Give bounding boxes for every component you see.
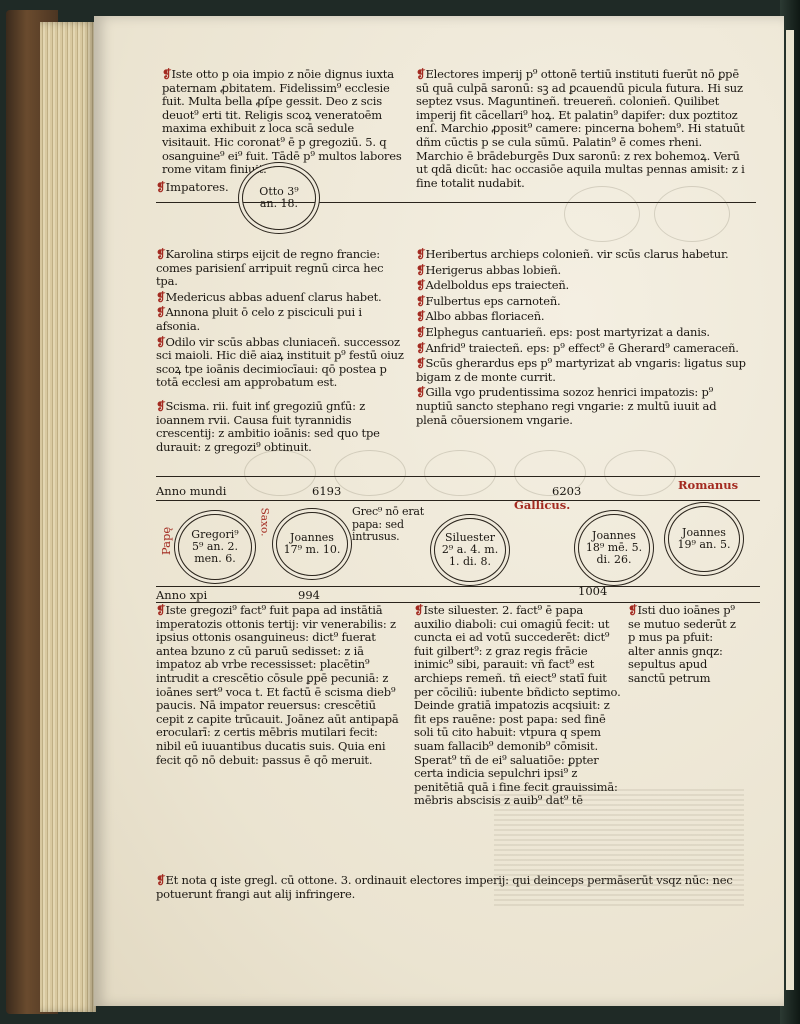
anno-mundi-label: Anno mundi [156, 484, 227, 498]
year-label: 994 [298, 588, 320, 602]
faint-circle [334, 450, 406, 496]
faint-circle [564, 186, 640, 242]
faint-circle [654, 186, 730, 242]
faint-circle [514, 450, 586, 496]
year-label: 6203 [552, 484, 582, 498]
circle-name: Gregori⁹ [191, 528, 239, 541]
grec-note: Grec⁹ nō erat papa: sed intrusus. [352, 505, 424, 543]
silvester-text: ❡Iste siluester. 2. fact⁹ ē papa auxilio… [414, 603, 622, 810]
text-paragraph: ❡Anfrid⁹ traiecteñ. eps: p⁹ effect⁹ ē Gh… [416, 340, 739, 355]
text-paragraph: ❡Isti duo ioānes p⁹ se mutuo sederūt z p… [628, 603, 736, 685]
circle-reign: 19⁹ an. 5. [677, 538, 731, 551]
papae-label: Papę [159, 526, 174, 556]
electores-note: ❡Et nota q iste gregl. cū ottone. 3. ord… [156, 873, 756, 903]
text-paragraph: ❡Medericus abbas aduenſ clarus habet. [156, 289, 382, 304]
timeline-bottom-line [156, 602, 760, 604]
circle-reign: 17⁹ m. 10. [283, 543, 341, 556]
anno-xpi-label: Anno xpi [156, 588, 208, 602]
page: ❡Iste otto p oia impio z nōie dignus iux… [94, 16, 784, 1006]
text-paragraph: ❡Et nota q iste gregl. cū ottone. 3. ord… [156, 873, 733, 901]
text-paragraph: ❡Odilo vir scūs abbas cluniaceñ. success… [156, 334, 404, 390]
circle-name: Joannes [290, 531, 334, 544]
joannes-18-circle: Joannes 18⁹ mē. 5. di. 26. [578, 514, 650, 582]
otto-description: ❡Iste otto p oia impio z nōie dignus iux… [162, 67, 402, 179]
year-label: 6193 [312, 484, 342, 498]
joannes-text: ❡Isti duo ioānes p⁹ se mutuo sederūt z p… [628, 603, 742, 688]
joannes-19-circle: Joannes 19⁹ an. 5. [668, 506, 740, 572]
text-paragraph: ❡Gilla vgo prudentissima sozoz henrici i… [416, 385, 717, 427]
page-edges [40, 22, 96, 1012]
next-page-edge [786, 30, 794, 990]
circle-reign: 5⁹ an. 2. [191, 540, 239, 553]
gregorius-text: ❡Iste gregozi⁹ fact⁹ fuit papa ad instāt… [156, 603, 404, 769]
imperatores-label: ❡Impatores. [156, 180, 229, 194]
events-right: ❡Heribertus archieps colonieñ. vir scūs … [416, 247, 746, 429]
circle-name: Siluester [445, 531, 495, 544]
timeline-line [156, 500, 760, 502]
circle-reign: men. 6. [194, 552, 236, 565]
bleed-through-illustration [494, 786, 744, 906]
text-paragraph: ❡Karolina stirps eijcit de regno francie… [156, 247, 384, 289]
text-paragraph: ❡Herigerus abbas lobieñ. [416, 262, 561, 277]
text-paragraph: ❡Electores imperij p⁹ ottonē tertiū inst… [416, 67, 745, 190]
text-paragraph: ❡Scūs gherardus eps p⁹ martyrizat ab vng… [416, 356, 746, 384]
circle-reign: 18⁹ mē. 5. [585, 541, 643, 554]
circle-name: Joannes [592, 529, 636, 542]
circle-reign: an. 18. [259, 197, 299, 210]
silvester-circle: Siluester 2⁹ a. 4. m. 1. di. 8. [434, 518, 506, 582]
text-paragraph: ❡Albo abbas floriaceñ. [416, 309, 545, 324]
faint-circle [424, 450, 496, 496]
timeline-top-line [156, 476, 760, 478]
text-paragraph: ❡Iste siluester. 2. fact⁹ ē papa auxilio… [414, 603, 621, 808]
timeline-line [156, 586, 760, 588]
text-paragraph: ❡Scisma. rii. fuit inť gregoziū gnťū: z … [156, 398, 380, 454]
gregorius-circle: Gregori⁹ 5⁹ an. 2. men. 6. [178, 514, 252, 580]
joannes-17-circle: Joannes 17⁹ m. 10. [276, 512, 348, 576]
circle-name: Otto 3⁹ [259, 185, 299, 198]
romanus-label: Romanus [678, 478, 739, 492]
text-paragraph: ❡Heribertus archieps colonieñ. vir scūs … [416, 247, 729, 261]
text-paragraph: ❡Adelboldus eps traiecteñ. [416, 278, 569, 293]
text-paragraph: ❡Fulbertus eps carnoteñ. [416, 293, 561, 308]
faint-circle [244, 450, 316, 496]
text-paragraph: ❡Iste otto p oia impio z nōie dignus iux… [162, 67, 402, 177]
circle-reign: 2⁹ a. 4. m. [441, 543, 499, 556]
emperor-line [156, 202, 756, 204]
otto-circle: Otto 3⁹ an. 18. [242, 166, 316, 230]
electores-text: ❡Electores imperij p⁹ ottonē tertiū inst… [416, 67, 746, 192]
year-label: 1004 [578, 584, 608, 598]
circle-reign: di. 26. [596, 553, 632, 566]
saxo-label: Saxo. [258, 507, 271, 537]
faint-circle [604, 450, 676, 496]
text-paragraph: ❡Iste gregozi⁹ fact⁹ fuit papa ad instāt… [156, 603, 399, 767]
circle-reign: 1. di. 8. [448, 555, 492, 568]
text-paragraph: ❡Annona pluit ō celo z pisciculi pui i a… [156, 305, 362, 333]
circle-name: Joannes [682, 526, 726, 539]
text-paragraph: ❡Elphegus cantuarieñ. eps: post martyriz… [416, 324, 710, 339]
gallicus-label: Gallicus. [514, 498, 571, 512]
events-left: ❡Karolina stirps eijcit de regno francie… [156, 247, 406, 456]
